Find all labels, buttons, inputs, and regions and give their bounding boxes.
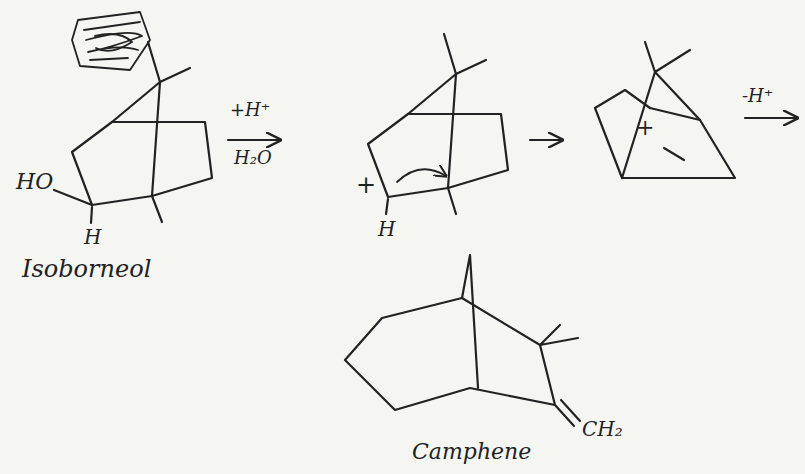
reaction-arrow <box>228 139 280 141</box>
reaction-arrow <box>530 139 562 141</box>
camphene-structure <box>345 255 580 426</box>
structure-label: CH₂ <box>582 418 623 440</box>
rearranged-cation-structure <box>595 42 735 178</box>
structure-label: -H⁺ <box>742 86 773 106</box>
isoborneol-structure <box>54 42 212 223</box>
structure-label: Camphene <box>412 440 531 464</box>
structure-label: HO <box>16 170 53 194</box>
scribble <box>72 12 150 70</box>
structure-label: H <box>84 226 101 248</box>
structure-label: +H⁺ <box>230 100 270 120</box>
structure-label: H₂O <box>234 148 272 168</box>
structure-label: + <box>636 116 654 140</box>
carbocation-structure <box>368 34 508 214</box>
reaction-arrow <box>745 117 797 119</box>
structure-label: H <box>378 218 395 240</box>
structure-label: + <box>356 172 376 198</box>
structure-label: Isoborneol <box>22 256 151 282</box>
